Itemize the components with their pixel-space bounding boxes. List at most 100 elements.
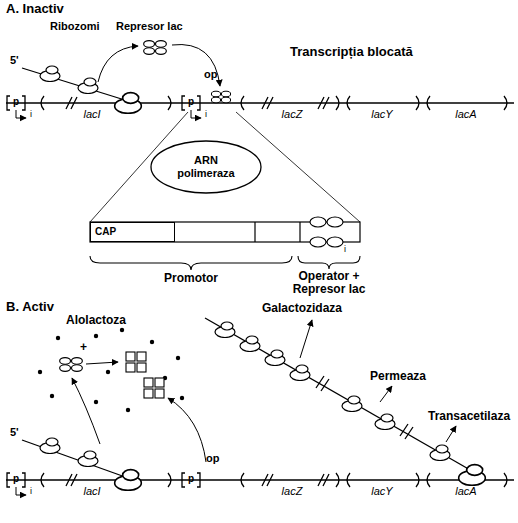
start-label: i xyxy=(205,110,207,120)
promoter-arrow xyxy=(16,110,201,118)
dna-strand xyxy=(416,96,419,110)
ribosome xyxy=(40,66,141,113)
dna-strand xyxy=(6,102,514,103)
inactive-repressor xyxy=(137,352,146,361)
section-heading: B. Activ xyxy=(6,300,54,314)
region-label: Promotor xyxy=(164,272,218,285)
start-label: i xyxy=(30,110,32,120)
alolactose-dot xyxy=(38,370,42,374)
inactive-repressor xyxy=(155,389,164,398)
alolactose-dot xyxy=(126,408,130,412)
ribosome xyxy=(240,336,260,352)
ribosome xyxy=(115,470,142,491)
alolactose-dot xyxy=(94,334,98,338)
section-heading: A. Inactiv xyxy=(6,2,64,16)
dna-strand xyxy=(347,96,350,110)
flow-arrow xyxy=(446,426,456,442)
strand-end-label: 5' xyxy=(10,426,19,438)
lac-repressor xyxy=(144,41,231,103)
ribosome xyxy=(78,78,98,94)
dna-strand xyxy=(6,473,514,487)
ribosome xyxy=(459,465,486,486)
promoter-arrow xyxy=(16,487,26,495)
flow-arrow xyxy=(98,45,220,86)
alolactose-dot xyxy=(50,394,54,398)
alolactose-dot xyxy=(56,336,60,340)
ribosome xyxy=(215,322,235,338)
ribosome xyxy=(78,451,98,467)
mrna-strand xyxy=(22,318,472,478)
dna-strand xyxy=(336,96,339,110)
enzyme-label: Galactozidaza xyxy=(262,302,342,315)
alolactose-dot xyxy=(94,400,98,404)
dna-strand xyxy=(66,97,77,109)
mrna-strand xyxy=(400,424,413,439)
inducer-label: Alolactoza xyxy=(66,314,126,327)
flow-arrow xyxy=(86,362,118,364)
alolactose-dot xyxy=(120,328,124,332)
inactive-repressor xyxy=(137,363,146,372)
plus-sign: + xyxy=(80,341,87,354)
ribosome xyxy=(40,438,60,454)
status-note: Transcripția blocată xyxy=(290,45,413,59)
mrna-strand xyxy=(316,376,329,391)
dna-strand xyxy=(427,96,430,110)
rna-polymerase-ellipse: ARN polimeraza xyxy=(150,140,262,194)
dna-strand xyxy=(262,97,273,109)
inactive-repressor xyxy=(144,378,153,387)
mrna-strand xyxy=(205,318,472,471)
enzyme-label: Transacetilaza xyxy=(428,410,510,423)
dna-strand xyxy=(41,96,44,110)
alolactose-dot xyxy=(180,396,184,400)
ribosome xyxy=(375,414,395,430)
brace xyxy=(90,256,360,270)
operator-label: op xyxy=(206,452,219,464)
part-label: Ribozomi xyxy=(50,20,100,32)
gene-label: lacY xyxy=(371,485,392,497)
flow-arrow xyxy=(380,386,392,402)
promoter-arrow xyxy=(16,110,26,118)
flow-arrow xyxy=(72,378,100,444)
repressor-ovals xyxy=(327,217,343,227)
region-label: Operator + Represor lac xyxy=(283,270,375,296)
flow-arrow xyxy=(300,320,312,358)
gene-label: lacZ xyxy=(282,108,303,120)
dna-strand xyxy=(318,97,329,109)
inactive-repressor xyxy=(126,352,164,398)
ribosome xyxy=(40,322,485,490)
promoter-label: p xyxy=(188,473,194,484)
repressor-ovals xyxy=(327,237,343,247)
promoter-label: p xyxy=(13,96,19,107)
dna-strand xyxy=(504,96,507,110)
enzyme-label: Permeaza xyxy=(370,370,426,383)
start-label: i xyxy=(344,245,346,255)
alolactose-dot xyxy=(106,370,110,374)
promoter-label: p xyxy=(188,96,194,107)
gene-label: lacI xyxy=(83,108,100,120)
gene-label: lacI xyxy=(83,485,100,497)
alolactose-dot xyxy=(176,356,180,360)
inactive-repressor xyxy=(155,378,164,387)
strand-end-label: 5' xyxy=(10,54,19,66)
repressor-ovals xyxy=(310,237,326,247)
gene-label: lacA xyxy=(455,108,476,120)
ribosome xyxy=(265,350,285,366)
lac-repressor xyxy=(60,358,83,372)
ribosome xyxy=(342,396,362,412)
lac-repressor xyxy=(60,358,83,372)
alolactose-dot xyxy=(150,340,154,344)
flow-arrow xyxy=(98,46,138,82)
mrna-strand xyxy=(22,68,128,101)
dna-strand xyxy=(241,96,244,110)
inactive-repressor xyxy=(144,389,153,398)
dna-strand xyxy=(7,96,25,110)
zoom-line xyxy=(90,112,360,222)
gene-label: lacY xyxy=(371,108,392,120)
mrna-strand xyxy=(22,68,128,101)
gene-label: lacA xyxy=(455,485,476,497)
repressor-ovals xyxy=(310,217,326,227)
ribosome xyxy=(115,93,142,114)
operator-label: op xyxy=(204,68,217,80)
